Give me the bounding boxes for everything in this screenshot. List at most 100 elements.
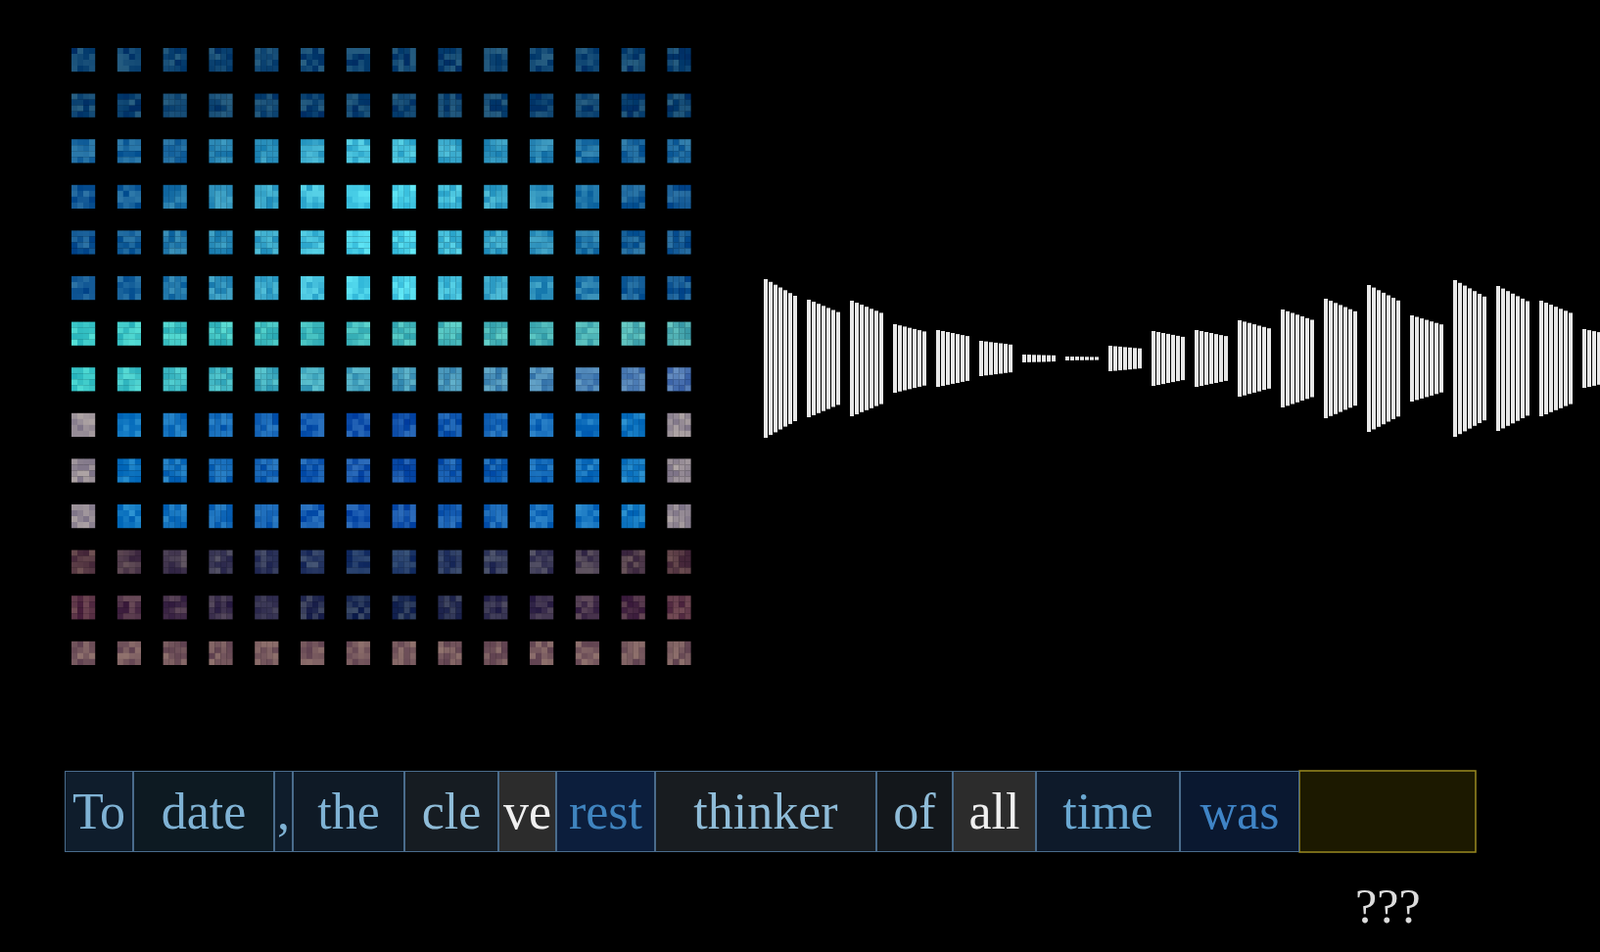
patch-pixel <box>529 105 536 112</box>
patch-pixel <box>581 424 588 431</box>
patch-pixel <box>266 139 273 145</box>
patch-pixel <box>535 293 542 300</box>
patch-pixel <box>587 196 594 203</box>
patch-pixel <box>226 419 233 425</box>
patch-pixel <box>535 384 542 391</box>
patch-pixel <box>300 190 307 197</box>
patch-pixel <box>220 322 227 329</box>
patch-pixel <box>455 322 462 329</box>
patch-pixel <box>495 185 502 191</box>
patch-pixel <box>666 99 673 106</box>
patch-pixel <box>398 367 405 374</box>
patch-pixel <box>358 53 365 60</box>
patch-pixel <box>541 47 548 54</box>
patch-pixel <box>214 139 221 145</box>
patch-pixel <box>392 150 399 157</box>
patch-pixel <box>483 419 490 425</box>
patch-pixel <box>639 99 646 106</box>
patch-pixel <box>135 111 142 118</box>
patch-pixel <box>169 333 176 340</box>
patch-pixel <box>123 59 130 66</box>
patch-pixel <box>300 322 307 329</box>
patch-pixel <box>300 367 307 374</box>
patch-pixel <box>535 430 542 437</box>
patch-pixel <box>89 339 95 346</box>
patch-pixel <box>489 322 496 329</box>
patch-pixel <box>83 47 90 54</box>
patch-pixel <box>587 144 594 151</box>
patch-pixel <box>633 287 640 294</box>
patch-pixel <box>639 282 646 288</box>
patch-pixel <box>437 413 444 420</box>
patch-pixel <box>220 373 227 379</box>
patch-pixel <box>483 287 490 294</box>
patch-pixel <box>208 247 215 254</box>
patch-pixel <box>684 247 691 254</box>
patch-pixel <box>501 99 508 106</box>
patch-pixel <box>529 419 536 425</box>
patch-pixel <box>398 196 405 203</box>
patch-pixel <box>220 241 227 248</box>
patch-pixel <box>208 185 215 191</box>
patch-pixel <box>129 282 136 288</box>
patch-pixel <box>117 111 124 118</box>
patch-pixel <box>163 144 170 151</box>
patch-pixel <box>364 293 371 300</box>
patch-pixel <box>352 65 359 72</box>
patch-pixel <box>666 276 673 283</box>
patch-pixel <box>169 235 176 242</box>
patch-pixel <box>272 185 279 191</box>
patch-pixel <box>163 367 170 374</box>
patch-pixel <box>684 339 691 346</box>
patch-pixel <box>501 413 508 420</box>
patch-pixel <box>306 413 313 420</box>
patch-pixel <box>455 282 462 288</box>
patch-pixel <box>169 419 176 425</box>
patch-pixel <box>352 367 359 374</box>
patch-pixel <box>489 235 496 242</box>
patch-pixel <box>398 287 405 294</box>
patch-pixel <box>260 419 267 425</box>
patch-pixel <box>135 94 142 100</box>
patch-pixel <box>392 53 399 60</box>
patch-pixel <box>226 235 233 242</box>
patch-pixel <box>358 287 365 294</box>
patch-pixel <box>135 430 142 437</box>
patch-pixel <box>214 293 221 300</box>
patch-pixel <box>392 373 399 379</box>
patch-pixel <box>346 99 353 106</box>
patch-pixel <box>135 202 142 209</box>
patch-pixel <box>639 293 646 300</box>
patch-pixel <box>684 230 691 236</box>
patch-pixel <box>346 430 353 437</box>
patch-pixel <box>266 328 273 334</box>
patch-pixel <box>123 378 130 385</box>
patch-pixel <box>581 276 588 283</box>
patch-pixel <box>208 59 215 66</box>
patch-pixel <box>593 241 600 248</box>
patch-pixel <box>627 282 634 288</box>
patch-pixel <box>220 150 227 157</box>
patch-pixel <box>455 235 462 242</box>
patch-pixel <box>169 139 176 145</box>
patch-pixel <box>71 430 78 437</box>
patch-pixel <box>181 111 188 118</box>
patch-pixel <box>587 293 594 300</box>
patch-pixel <box>129 111 136 118</box>
patch-pixel <box>575 293 582 300</box>
patch-pixel <box>83 94 90 100</box>
patch-pixel <box>226 339 233 346</box>
patch-pixel <box>300 247 307 254</box>
patch-pixel <box>306 156 313 163</box>
patch-pixel <box>163 111 170 118</box>
patch-pixel <box>621 322 628 329</box>
patch-pixel <box>639 328 646 334</box>
patch-pixel <box>666 59 673 66</box>
patch-pixel <box>684 282 691 288</box>
patch-pixel <box>117 328 124 334</box>
patch-pixel <box>89 185 95 191</box>
patch-pixel <box>404 202 411 209</box>
patch-pixel <box>672 47 679 54</box>
patch-pixel <box>318 144 325 151</box>
patch-pixel <box>398 190 405 197</box>
